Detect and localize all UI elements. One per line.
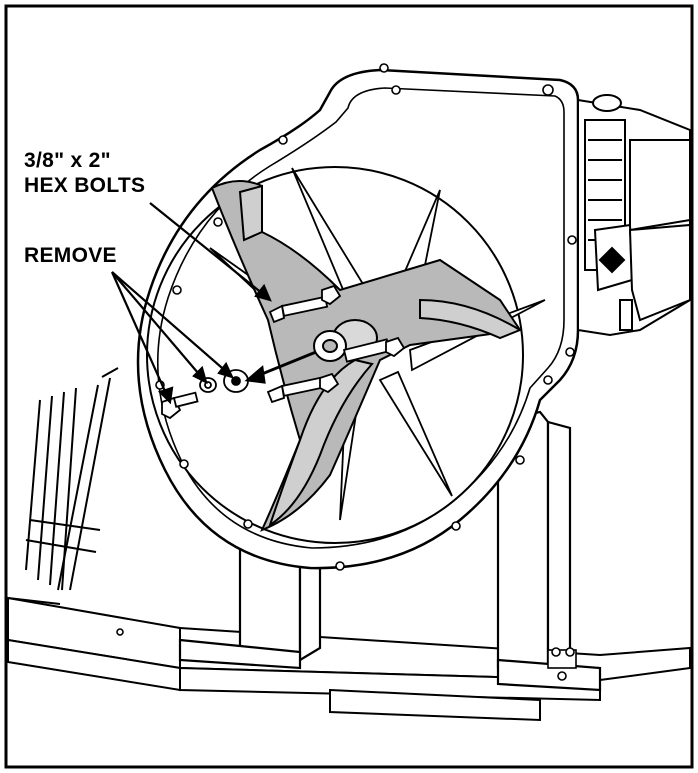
hex-bolts-label: HEX BOLTS: [24, 174, 146, 197]
discharge-frame: [7, 367, 119, 605]
hex-bolts: [266, 284, 406, 404]
remove-callout: REMOVE: [24, 244, 117, 267]
housing-throat: [146, 166, 524, 544]
base-mount-bolts: [116, 628, 577, 681]
stand-legs: [178, 410, 602, 692]
housing-rim: [157, 87, 565, 549]
callout-leaders: [110, 202, 272, 405]
engine: [577, 94, 691, 337]
hex-bolts-callout: 3/8" x 2" HEX BOLTS: [24, 148, 145, 198]
hex-bolts-size-label: 3/8" x 2": [24, 149, 111, 172]
install-arrow: [244, 350, 317, 384]
